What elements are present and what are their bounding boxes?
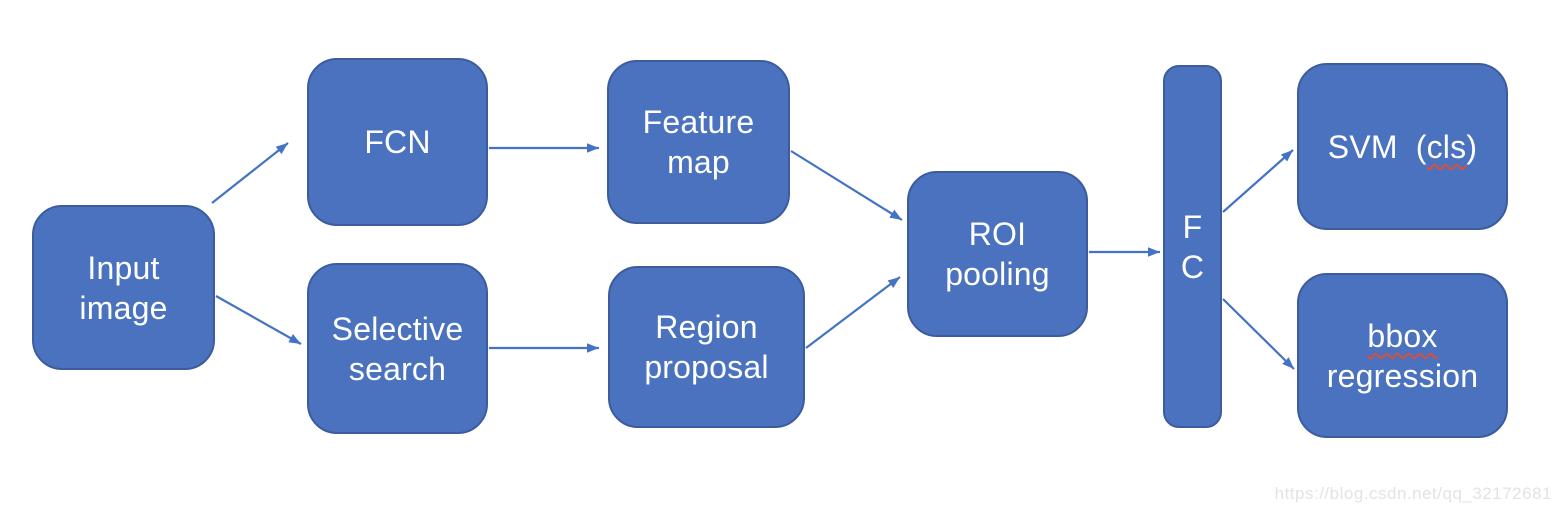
node-bbox-text: bbox bbox=[1367, 317, 1438, 354]
arrow-region-to-roi bbox=[805, 276, 901, 349]
csdn-watermark: https://blog.csdn.net/qq_32172681 bbox=[1274, 484, 1552, 503]
node-svm-label-prefix: SVM bbox=[1327, 128, 1398, 165]
node-roi-pooling: ROI pooling bbox=[907, 171, 1088, 337]
node-feature-map: Feature map bbox=[607, 60, 790, 224]
node-regression-text: regression bbox=[1326, 357, 1479, 394]
node-selective-search-label: Selective search bbox=[331, 310, 464, 387]
node-fcn-label: FCN bbox=[364, 124, 431, 160]
node-fc: F C bbox=[1163, 65, 1222, 428]
node-svm-open-paren: ( bbox=[1415, 128, 1427, 165]
node-svm-cls: SVM (cls) bbox=[1297, 63, 1508, 230]
arrow-input-to-fcn bbox=[211, 142, 289, 204]
node-bbox-regression: bbox regression bbox=[1297, 273, 1508, 438]
node-roi-pooling-label: ROI pooling bbox=[945, 216, 1050, 292]
arrow-fc-to-svm bbox=[1222, 149, 1294, 213]
node-selective-search: Selective search bbox=[307, 263, 488, 434]
arrow-feature-to-roi bbox=[790, 150, 903, 221]
arrow-input-to-selective-search bbox=[215, 295, 302, 345]
node-input-image-label: Input image bbox=[79, 249, 168, 326]
node-svm-close-paren: ) bbox=[1466, 128, 1478, 165]
node-svm-cls-text: cls bbox=[1426, 128, 1467, 165]
node-input-image: Input image bbox=[32, 205, 215, 370]
node-feature-map-label: Feature map bbox=[642, 104, 755, 180]
node-fc-label: F C bbox=[1180, 208, 1205, 285]
node-region-proposal: Region proposal bbox=[608, 266, 805, 428]
node-fcn: FCN bbox=[307, 58, 488, 226]
node-region-proposal-label: Region proposal bbox=[644, 309, 769, 385]
arrow-fc-to-bbox bbox=[1222, 298, 1295, 370]
